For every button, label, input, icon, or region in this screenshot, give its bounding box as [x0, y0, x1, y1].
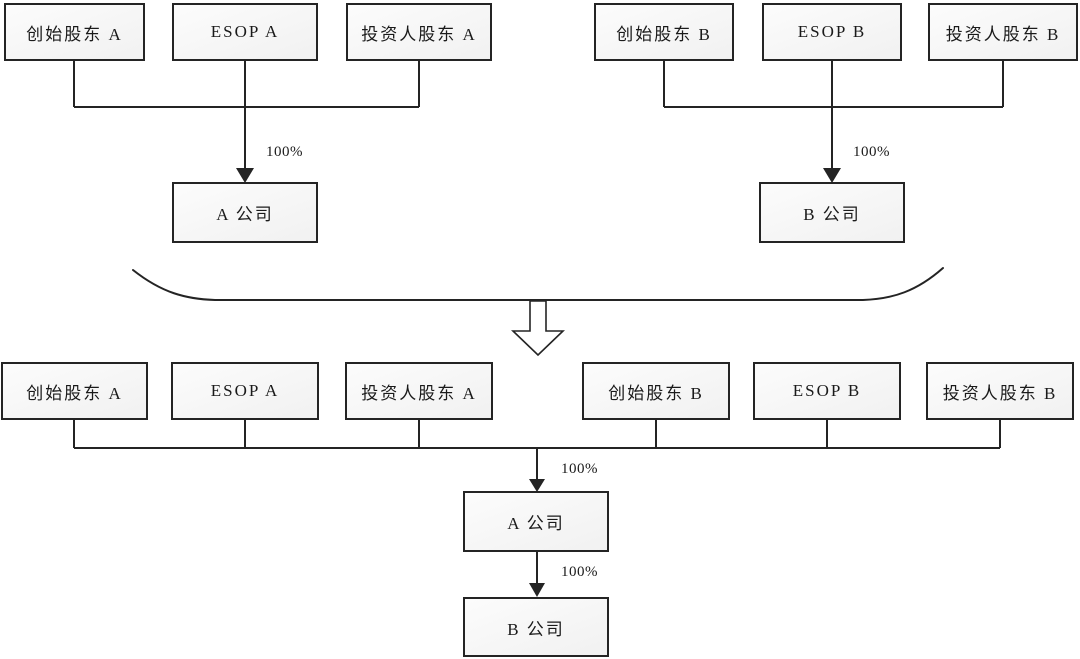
- box-founder-b-after: 创始股东 B: [582, 362, 730, 420]
- box-esop-b-before: ESOP B: [762, 3, 902, 61]
- arrowhead-icon: [529, 479, 545, 492]
- box-investor-b-before: 投资人股东 B: [928, 3, 1078, 61]
- arrowhead-icon: [529, 583, 545, 597]
- box-company-b-after: B 公司: [463, 597, 609, 657]
- box-esop-a-after: ESOP A: [171, 362, 319, 420]
- box-esop-b-after: ESOP B: [753, 362, 901, 420]
- group-a-connectors-before: [73, 61, 420, 183]
- ownership-label-parent-after: 100%: [561, 461, 598, 477]
- box-founder-b-before: 创始股东 B: [594, 3, 734, 61]
- box-investor-a-before: 投资人股东 A: [346, 3, 492, 61]
- ownership-label-subsidiary-after: 100%: [561, 564, 598, 580]
- box-esop-a-before: ESOP A: [172, 3, 318, 61]
- box-company-a-before: A 公司: [172, 182, 318, 243]
- box-company-b-before: B 公司: [759, 182, 905, 243]
- ownership-label-b-before: 100%: [853, 144, 890, 160]
- group-b-connectors-before: [663, 61, 1004, 183]
- arrowhead-icon: [236, 168, 254, 183]
- merge-down-arrow-icon: [511, 300, 565, 357]
- box-company-a-after: A 公司: [463, 491, 609, 552]
- combined-connectors-after: [73, 420, 1001, 597]
- box-investor-a-after: 投资人股东 A: [345, 362, 493, 420]
- ownership-label-a-before: 100%: [266, 144, 303, 160]
- box-founder-a-before: 创始股东 A: [4, 3, 145, 61]
- box-founder-a-after: 创始股东 A: [1, 362, 148, 420]
- box-investor-b-after: 投资人股东 B: [926, 362, 1074, 420]
- arrowhead-icon: [823, 168, 841, 183]
- merge-brace: [132, 267, 944, 301]
